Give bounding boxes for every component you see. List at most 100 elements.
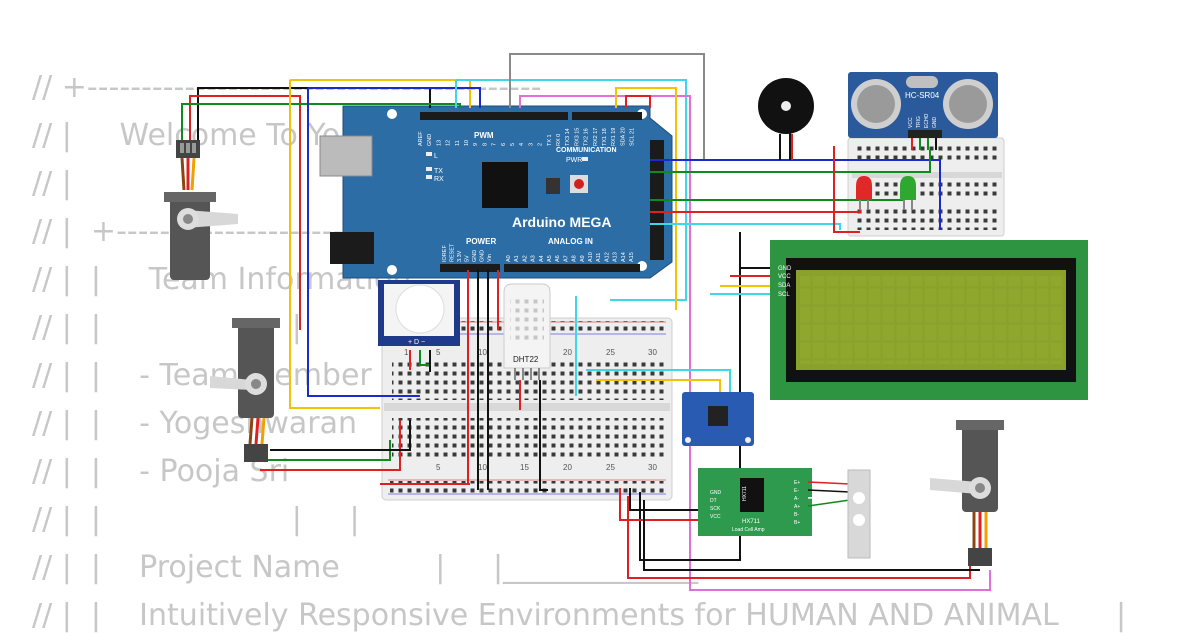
hx711-module[interactable]: HX711 HX711 Load Cell Amp GND DT SCK VCC… [698, 468, 851, 536]
ultrasonic-pin: TRIG [916, 116, 922, 128]
pin-label: A0 [506, 255, 512, 262]
green-led[interactable] [900, 176, 916, 210]
ultrasonic-pin: GND [932, 117, 938, 129]
usb-port [319, 135, 373, 177]
wire-cyan[interactable] [650, 223, 841, 230]
pin-label: GND [472, 250, 478, 262]
dht22-sensor[interactable]: DHT22 [503, 283, 551, 380]
pin-label: A7 [563, 255, 569, 262]
hx711-pin: E- [794, 488, 799, 494]
wire-black[interactable] [539, 380, 548, 491]
pin-label: A9 [580, 255, 586, 262]
wire-green[interactable] [250, 440, 391, 461]
pin-label: TX 1 [547, 134, 553, 146]
wire-red[interactable] [833, 146, 860, 233]
arduino-mega-board[interactable]: PWM COMMUNICATION Arduino MEGA POWER ANA… [319, 105, 673, 279]
pin-label: 8 [482, 143, 488, 146]
breadboard-col-number: 20 [563, 348, 572, 357]
breadboard-col-number: 5 [436, 348, 441, 357]
piezo-buzzer[interactable] [758, 78, 814, 160]
servo-motor-2[interactable] [210, 318, 280, 462]
servo-motor-3[interactable] [930, 420, 1004, 566]
wire-red[interactable] [619, 488, 700, 521]
pin-label: GND [480, 250, 486, 262]
breadboard-col-number: 10 [478, 348, 487, 357]
pin-label: RX 0 [556, 134, 562, 146]
pin-label: TX2 16 [584, 128, 590, 146]
wire-red[interactable] [625, 95, 651, 108]
pir-motion-sensor[interactable]: + D − [378, 280, 460, 346]
pin-label: A1 [514, 255, 520, 262]
load-cell[interactable] [847, 469, 871, 559]
pwm-label: PWM [474, 131, 494, 140]
pin-label: A2 [522, 255, 528, 262]
wires[interactable] [181, 53, 991, 591]
pin-label: RX3 15 [574, 128, 580, 146]
pin-label: Vin [487, 254, 493, 262]
wire-pink[interactable] [519, 95, 991, 591]
wire-red[interactable] [627, 496, 971, 579]
code-line: // | [32, 166, 72, 201]
lcd-display[interactable]: GND VCC SDA SCL [770, 240, 1088, 400]
wire-blue[interactable] [308, 87, 481, 108]
pin-label: IOREF [442, 245, 448, 262]
breadboard-col-number: 10 [478, 463, 487, 472]
hx711-chip-label: HX711 [742, 486, 748, 501]
red-led[interactable] [856, 176, 872, 210]
pin-label: GND [427, 134, 433, 146]
power-label: POWER [466, 237, 496, 246]
pin-label: A10 [588, 252, 594, 262]
led-rx-label: RX [434, 176, 444, 183]
pin-label: A14 [621, 252, 627, 262]
hx711-pin: B+ [794, 520, 800, 526]
wire-cyan[interactable] [586, 369, 731, 395]
pin-label: A12 [604, 252, 610, 262]
lcd-pin-label: SCL [778, 292, 790, 298]
wire-red[interactable] [189, 95, 301, 330]
breadboard-col-number: 25 [606, 348, 615, 357]
pin-label: TX3 14 [565, 128, 571, 146]
wire-red[interactable] [650, 195, 861, 213]
servo-motor-1[interactable] [164, 140, 238, 280]
pin-label: 7 [492, 143, 498, 146]
pin-label: 3.3V [457, 250, 463, 262]
board-name: Arduino MEGA [512, 214, 612, 230]
pin-label: A11 [596, 253, 602, 262]
pin-label: RESET [450, 243, 456, 262]
wire-black[interactable] [270, 420, 411, 451]
wire-black[interactable] [643, 500, 980, 571]
lcd-pin-label: SDA [778, 283, 790, 289]
pin-label: A3 [531, 255, 537, 262]
ultrasonic-pin: ECHO [924, 113, 930, 128]
led-l-label: L [434, 153, 438, 160]
wire-cyan[interactable] [456, 79, 687, 301]
ultrasonic-label: HC-SR04 [905, 91, 940, 100]
dht22-label: DHT22 [513, 355, 539, 364]
breadboard-col-number: 15 [520, 463, 529, 472]
wire-yellow[interactable] [596, 379, 721, 395]
led-tx-label: TX [434, 168, 443, 175]
hx711-pin: SCK [710, 506, 721, 512]
pin-label: A5 [547, 255, 553, 262]
wire-red[interactable] [260, 420, 401, 471]
pin-label: A13 [613, 252, 619, 262]
hx711-pin: A+ [794, 504, 800, 510]
small-breadboard[interactable] [847, 137, 1005, 237]
mpu-sensor-module[interactable] [682, 392, 754, 446]
wire-green[interactable] [419, 350, 430, 366]
wire-green[interactable] [650, 150, 931, 173]
pin-label: 11 [455, 140, 461, 146]
wire-black[interactable] [629, 488, 700, 511]
wire-blue[interactable] [650, 159, 941, 230]
pin-label: 3 [528, 143, 534, 146]
wire-yellow[interactable] [289, 80, 380, 409]
ultrasonic-sensor[interactable]: HC-SR04 VCC TRIG ECHO GND [848, 72, 998, 150]
pin-label: TX1 18 [602, 128, 608, 146]
pin-label: RX2 17 [593, 128, 599, 146]
wire-green[interactable] [181, 103, 461, 140]
wire-blue[interactable] [307, 88, 420, 397]
hx711-pin: B- [794, 512, 799, 518]
